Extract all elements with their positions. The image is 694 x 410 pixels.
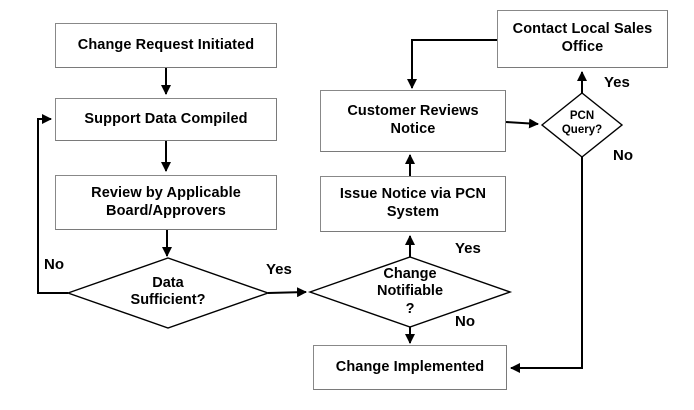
decision-shape-change-notifiable xyxy=(307,256,513,328)
node-review-by-applicable-board[interactable]: Review by Applicable Board/Approvers xyxy=(55,175,277,230)
node-contact-local-sales-office[interactable]: Contact Local Sales Office xyxy=(497,10,668,68)
connector-data-sufficient-no-loop xyxy=(37,114,68,294)
edge-label-change-notifiable-no: No xyxy=(455,313,475,330)
node-issue-notice-via-pcn-system[interactable]: Issue Notice via PCN System xyxy=(320,176,506,232)
node-change-implemented[interactable]: Change Implemented xyxy=(313,345,507,390)
node-customer-reviews-notice[interactable]: Customer Reviews Notice xyxy=(320,90,506,152)
node-change-request-initiated[interactable]: Change Request Initiated xyxy=(55,23,277,68)
edge-label-data-sufficient-no: No xyxy=(44,256,64,273)
connector-customer-review-to-pcn-query xyxy=(505,118,539,129)
connector-pcn-query-no xyxy=(510,157,583,373)
decision-shape-data-sufficient xyxy=(65,257,271,329)
connector-sales-office-to-customer-review xyxy=(407,39,497,89)
node-support-data-compiled[interactable]: Support Data Compiled xyxy=(55,98,277,141)
edge-label-change-notifiable-yes: Yes xyxy=(455,240,481,257)
decision-shape-pcn-query xyxy=(540,92,624,158)
connector-data-sufficient-yes xyxy=(267,287,307,298)
edge-label-pcn-query-yes: Yes xyxy=(604,74,630,91)
edge-label-pcn-query-no: No xyxy=(613,147,633,164)
edge-label-data-sufficient-yes: Yes xyxy=(266,261,292,278)
